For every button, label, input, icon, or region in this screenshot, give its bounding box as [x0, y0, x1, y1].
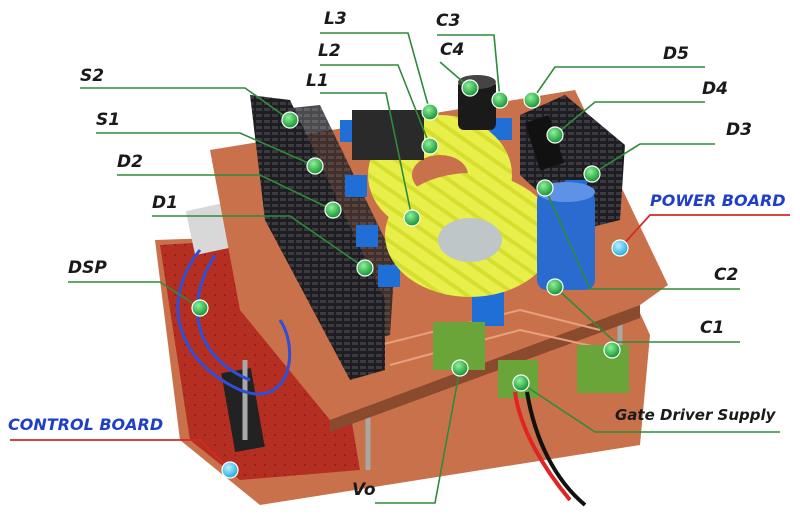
inductors — [352, 110, 555, 297]
label-d1: D1 — [152, 193, 178, 213]
left-heatsink — [250, 95, 395, 380]
label-c3: C3 — [436, 11, 461, 31]
label-power-board: POWER BOARD — [650, 191, 786, 210]
label-d5: D5 — [663, 44, 689, 64]
label-d4: D4 — [702, 79, 728, 99]
label-dsp: DSP — [68, 258, 107, 278]
label-d2: D2 — [117, 152, 143, 172]
label-c1: C1 — [700, 318, 725, 338]
board-callouts — [10, 214, 790, 471]
label-gate-driver-supply: Gate Driver Supply — [615, 406, 776, 424]
label-c2: C2 — [714, 265, 739, 285]
board-markers — [221, 239, 629, 479]
component-markers — [191, 79, 621, 392]
label-vo: Vo — [352, 480, 376, 500]
label-s2: S2 — [80, 66, 105, 86]
label-c4: C4 — [440, 40, 465, 60]
label-l2: L2 — [318, 41, 341, 61]
label-l1: L1 — [306, 71, 329, 91]
label-l3: L3 — [324, 9, 347, 29]
label-s1: S1 — [96, 110, 121, 130]
label-control-board: CONTROL BOARD — [8, 415, 164, 434]
label-d3: D3 — [726, 120, 752, 140]
leader-lines — [68, 32, 780, 504]
